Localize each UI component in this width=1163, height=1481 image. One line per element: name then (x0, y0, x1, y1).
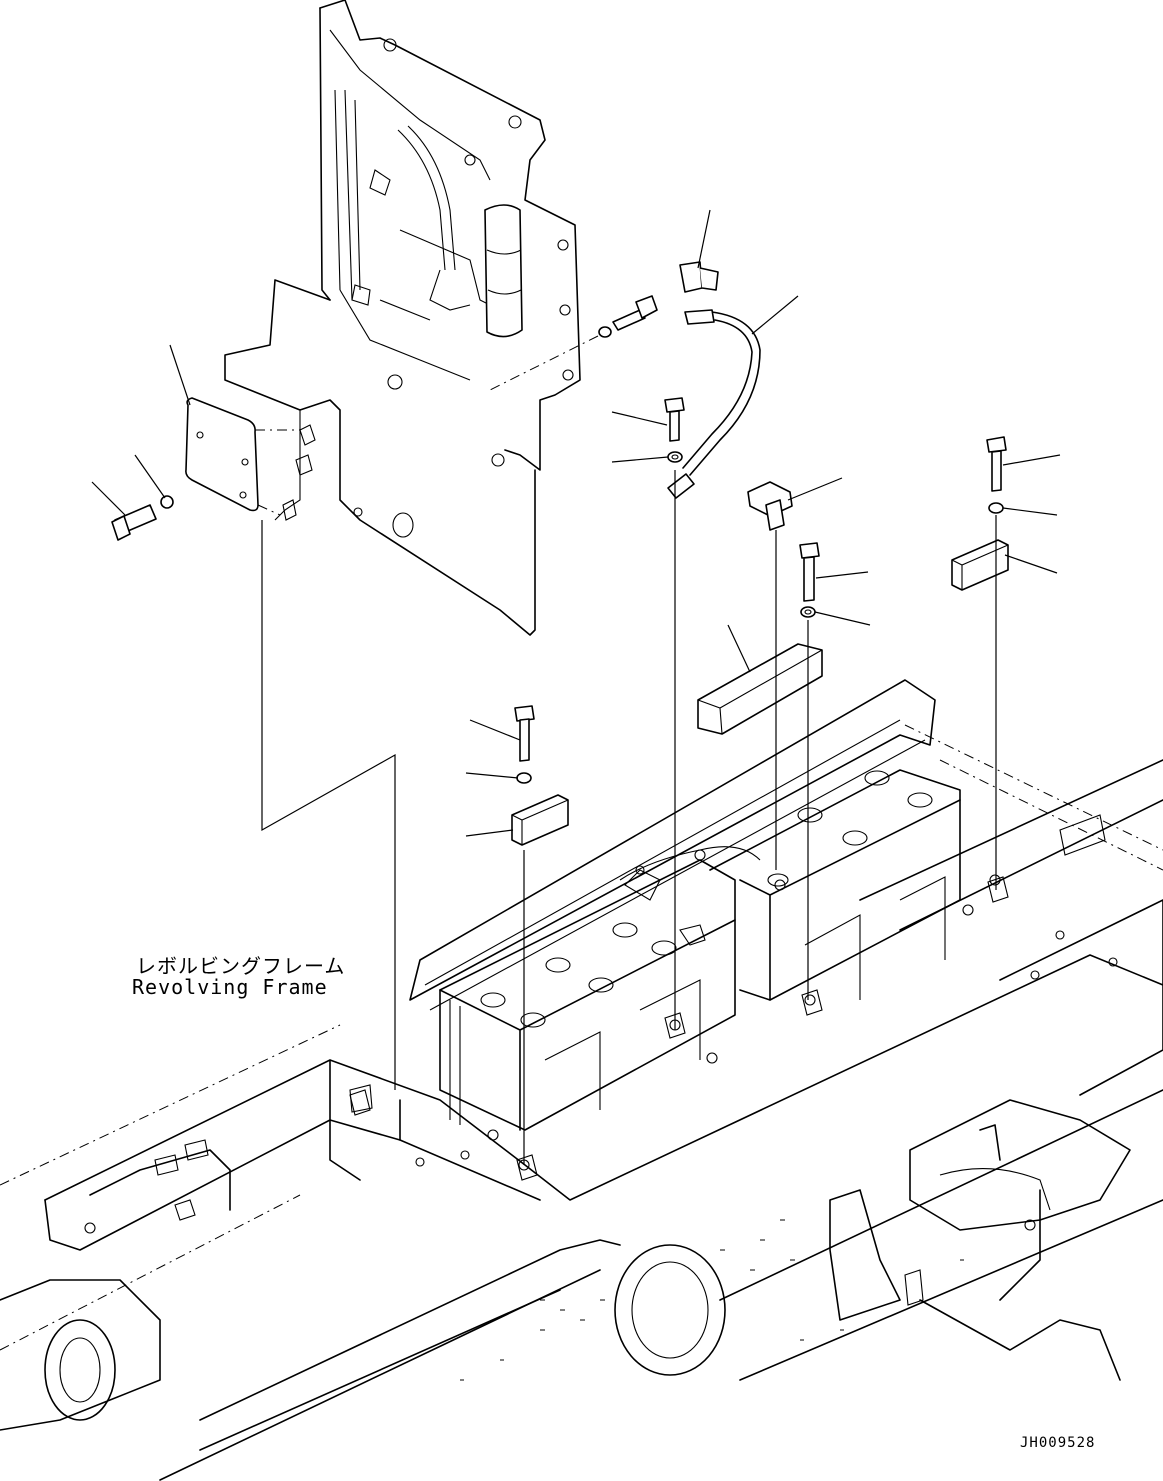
revolving-frame (0, 724, 1163, 1481)
right-bolt (951, 436, 1009, 591)
battery-tray (409, 679, 936, 1011)
drawing-number: JH009528 (1020, 1435, 1096, 1451)
center-bolt-a (664, 397, 685, 463)
battery-left (439, 859, 736, 1131)
assembly-centerlines (261, 470, 997, 1165)
revolving-frame-label-english: Revolving Frame (132, 975, 328, 999)
left-bolt (511, 705, 569, 846)
battery-right (709, 769, 961, 1001)
battery-cable (667, 261, 761, 499)
panel-mount-bolt (489, 295, 658, 391)
frame-mounts (349, 876, 1009, 1181)
leader-lines (91, 209, 1061, 837)
revolving-frame-label-japanese: レボルビングフレーム (136, 954, 346, 978)
center-bolt-b (799, 542, 820, 618)
cover-plate (111, 397, 300, 541)
bracket-plate-assembly (224, 0, 581, 636)
long-hold-down-bar (697, 643, 823, 735)
terminal-cap (747, 481, 793, 531)
